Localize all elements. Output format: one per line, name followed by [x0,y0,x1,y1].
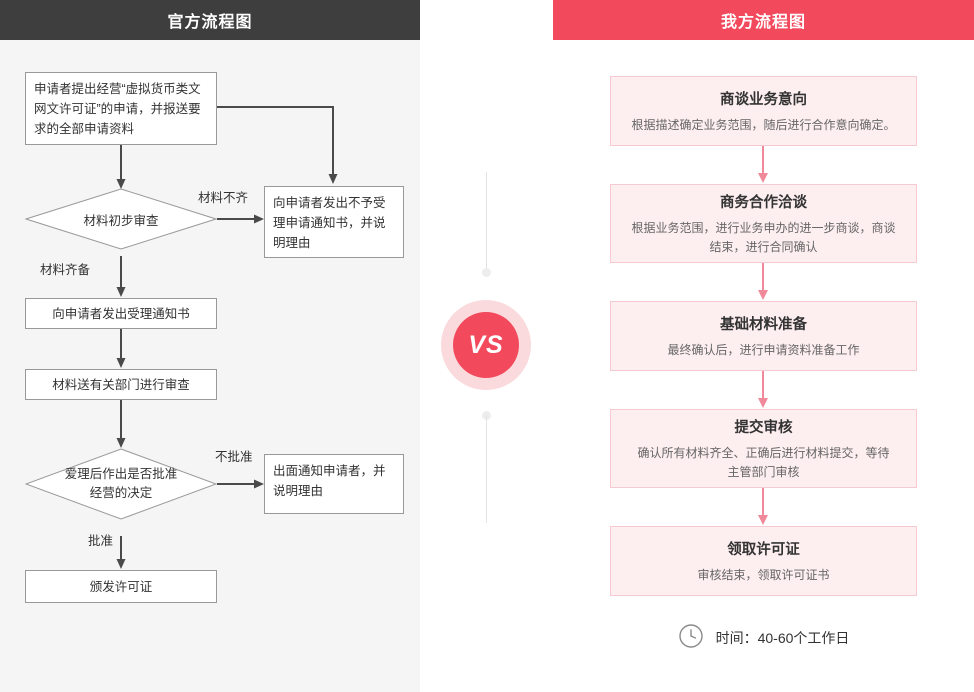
our-flow-title: 我方流程图 [553,0,974,40]
our-step-desc-1: 根据描述确定业务范围，随后进行合作意向确定。 [631,117,896,132]
duration-text: 时间：40-60个工作日 [715,630,850,646]
flow-decision-approval: 爱理后作出是否批准经营的决定 [25,448,217,520]
edge-label-material-complete: 材料齐备 [40,263,91,277]
vs-divider: VS [420,0,553,692]
our-step-card-5: 领取许可证 审核结束，领取许可证书 [610,526,917,596]
edge-label-approved: 批准 [88,534,114,548]
official-flow-panel: 官方流程图 申请者提出经营“虚拟货币类文网文许可证”的申请，并报送要求的全部申请… [0,0,420,692]
flow-node-issue-license: 颁发许可证 [25,570,217,603]
arrow-step1-to-step2 [755,146,771,184]
our-step-card-2: 商务合作洽谈 根据业务范围，进行业务申办的进一步商谈，商谈结束，进行合同确认 [610,184,917,263]
our-step-card-3: 基础材料准备 最终确认后，进行申请资料准备工作 [610,301,917,371]
flow-decision-approval-label: 爱理后作出是否批准经营的决定 [64,467,178,500]
vs-line-bottom [486,415,487,523]
arrow-decision-to-deny-notice [217,477,265,491]
arrow-step3-to-step4 [755,371,771,409]
our-step-desc-2: 根据业务范围，进行业务申办的进一步商谈，商谈结束，进行合同确认 [631,220,896,254]
clock-icon [678,623,704,654]
our-step-title-5: 领取许可证 [727,541,800,558]
flow-decision-initial-review-label: 材料初步审查 [83,213,159,228]
flow-node-application-submit: 申请者提出经营“虚拟货币类文网文许可证”的申请，并报送要求的全部申请资料 [25,72,217,145]
arrow-step2-to-step3 [755,263,771,301]
our-step-title-1: 商谈业务意向 [720,91,807,108]
arrow-accept-to-department-review [114,329,128,369]
arrow-n1-to-reject-notice [217,104,347,186]
flow-node-department-review: 材料送有关部门进行审查 [25,369,217,400]
our-step-desc-3: 最终确认后，进行申请资料准备工作 [667,342,860,357]
vs-line-top [486,172,487,272]
our-step-title-4: 提交审核 [734,419,793,436]
flow-decision-initial-review: 材料初步审查 [25,188,217,250]
our-step-card-4: 提交审核 确认所有材料齐全、正确后进行材料提交，等待主管部门审核 [610,409,917,488]
edge-label-material-incomplete: 材料不齐 [198,191,249,205]
our-step-title-3: 基础材料准备 [720,316,807,333]
our-step-card-1: 商谈业务意向 根据描述确定业务范围，随后进行合作意向确定。 [610,76,917,146]
official-flow-title: 官方流程图 [0,0,420,40]
arrow-decision-to-issue-license [114,526,128,570]
vs-badge: VS [441,300,531,390]
edge-label-not-approved: 不批准 [215,450,253,464]
vs-dot-top [482,268,491,277]
flow-node-deny-notice: 出面通知申请者，并说明理由 [264,454,404,514]
arrow-review-to-reject-notice [217,212,265,226]
arrow-n1-to-review [114,145,128,190]
our-step-desc-5: 审核结束，领取许可证书 [697,567,830,582]
flow-node-accept-notice: 向申请者发出受理通知书 [25,298,217,329]
our-step-desc-4: 确认所有材料齐全、正确后进行材料提交，等待主管部门审核 [637,445,890,479]
arrow-department-to-decision [114,400,128,449]
duration-row: 时间：40-60个工作日 [553,618,974,658]
arrow-step4-to-step5 [755,488,771,526]
vs-badge-label: VS [453,312,519,378]
our-flow-panel: 我方流程图 商谈业务意向 根据描述确定业务范围，随后进行合作意向确定。 商务合作… [553,0,974,692]
our-step-title-2: 商务合作洽谈 [720,194,807,211]
arrow-review-to-accept-notice [114,256,128,298]
flow-node-reject-notice: 向申请者发出不予受理申请通知书，并说明理由 [264,186,404,258]
